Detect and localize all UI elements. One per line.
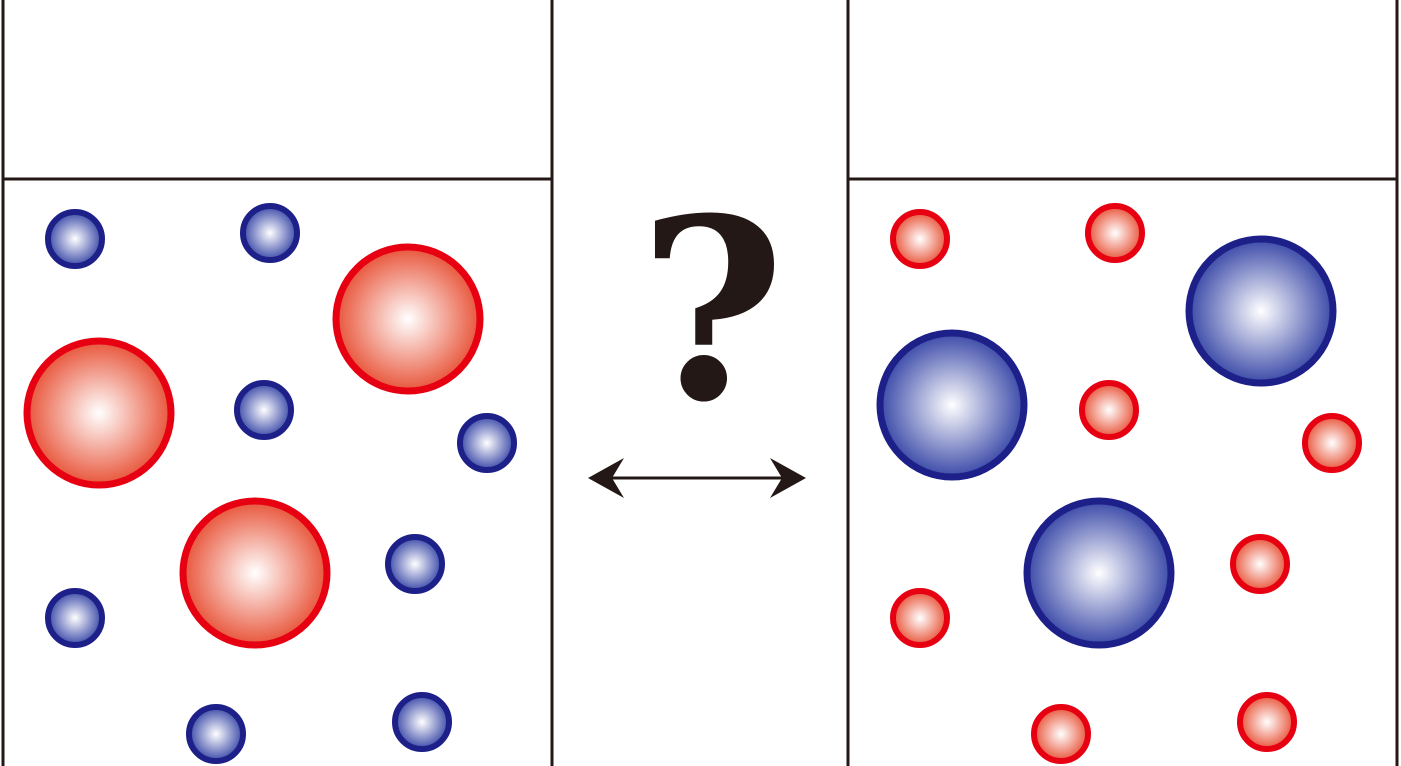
large-blue-particle: [1185, 235, 1337, 387]
small-red-particle: [1230, 534, 1290, 594]
small-red-particle: [1085, 203, 1145, 263]
large-blue-particle: [1023, 497, 1175, 649]
small-blue-particle: [45, 588, 105, 648]
small-blue-particle: [385, 534, 445, 594]
small-blue-particle: [392, 692, 452, 752]
small-blue-particle: [45, 209, 105, 269]
large-red-particle: [332, 243, 484, 395]
right-container: [846, 0, 1399, 766]
small-blue-particle: [240, 203, 300, 263]
small-red-particle: [890, 588, 950, 648]
small-red-particle: [890, 209, 950, 269]
small-red-particle: [1302, 413, 1362, 473]
large-red-particle: [179, 497, 331, 649]
question-mark: ?: [639, 163, 785, 457]
small-blue-particle: [234, 380, 294, 440]
small-blue-particle: [457, 413, 517, 473]
large-red-particle: [23, 337, 175, 489]
small-red-particle: [1237, 692, 1297, 752]
small-blue-particle: [186, 704, 246, 764]
left-container: [1, 0, 554, 766]
small-red-particle: [1079, 380, 1139, 440]
double-headed-arrow-icon: [588, 458, 806, 498]
small-red-particle: [1031, 704, 1091, 764]
large-blue-particle: [876, 329, 1028, 481]
